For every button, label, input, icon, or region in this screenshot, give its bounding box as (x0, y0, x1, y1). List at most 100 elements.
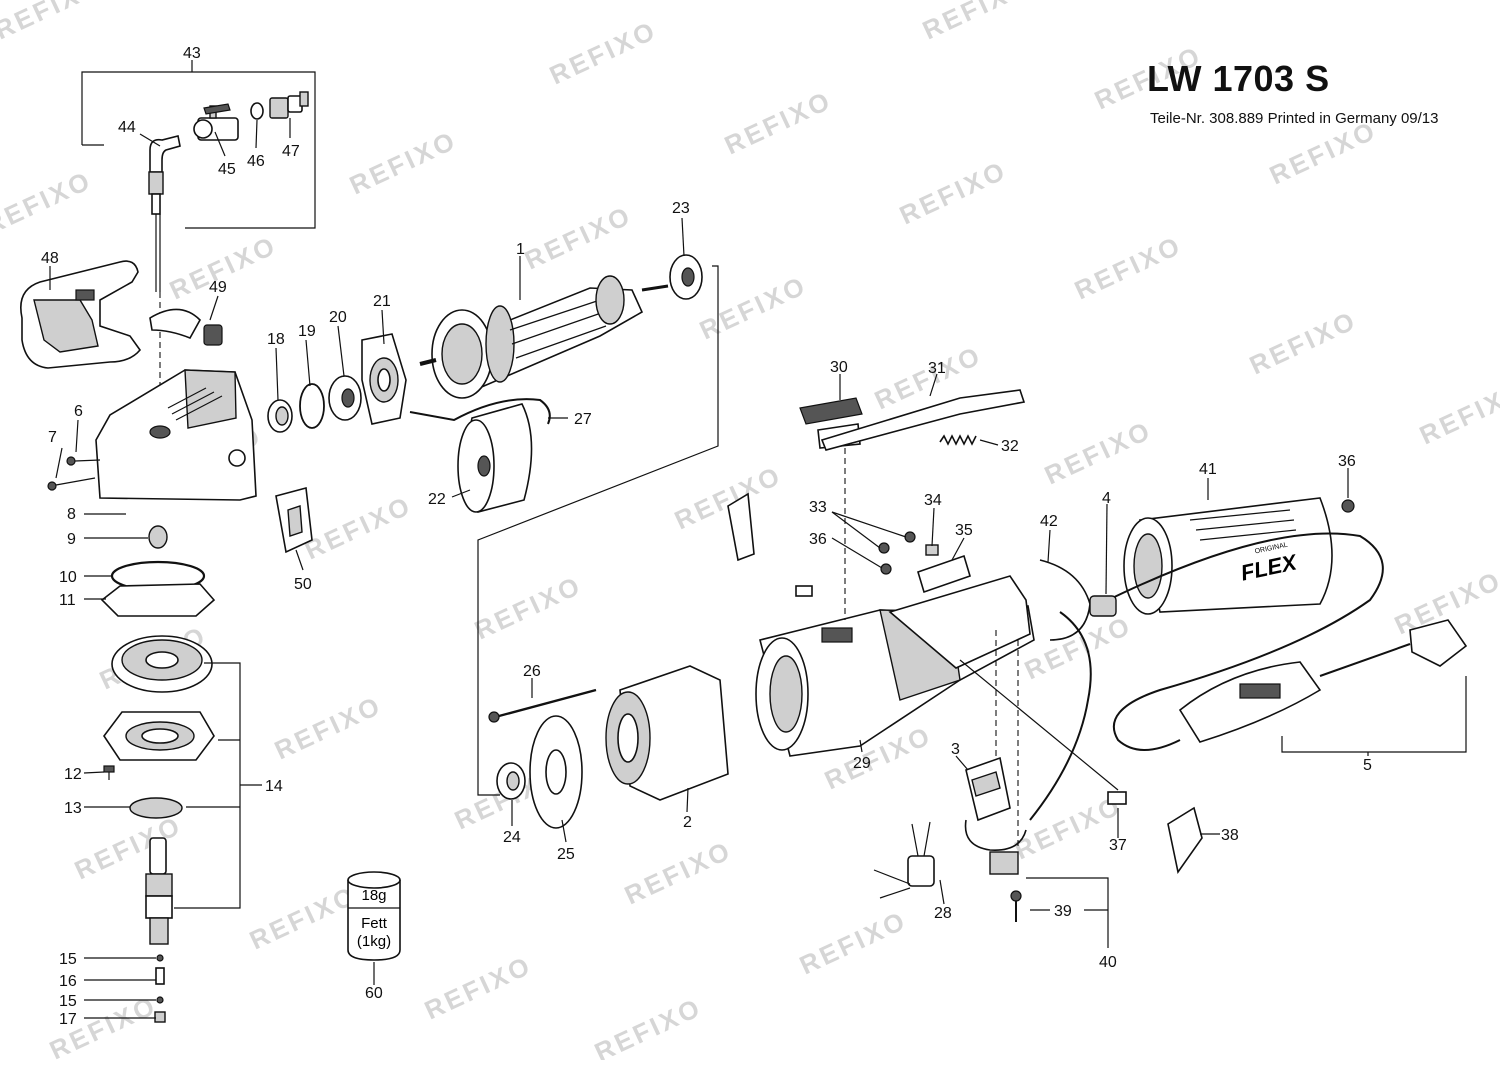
electronic-module (888, 575, 1031, 669)
nut-17 (154, 1011, 166, 1023)
group-14-bracket (174, 662, 262, 909)
nut-15 (156, 954, 164, 962)
watermark: REFIXO (300, 490, 417, 566)
watermark: REFIXO (695, 270, 812, 346)
watermark: REFIXO (1040, 415, 1157, 491)
part-label: 14 (265, 778, 283, 795)
seal-13 (129, 797, 183, 819)
part-label: 15 (59, 993, 77, 1010)
watermark: REFIXO (1245, 305, 1362, 381)
part-label: 29 (853, 755, 871, 772)
watermark: REFIXO (245, 880, 362, 956)
part-label: 28 (934, 905, 952, 922)
bolt-49 (149, 308, 223, 346)
screw-33b (878, 542, 890, 554)
bearing-seat-18 (267, 399, 293, 433)
part-label: 20 (329, 309, 347, 326)
screw-36b (1341, 499, 1355, 513)
page-title: LW 1703 S (1147, 58, 1330, 99)
seal-24 (496, 762, 526, 800)
ring-19 (299, 383, 325, 429)
part-label: 42 (1040, 513, 1058, 530)
armature-bracket (477, 265, 719, 796)
switch-3 (965, 756, 1011, 822)
watermark: REFIXO (918, 0, 1035, 45)
grease-can-text: 18g Fett (1kg) (348, 887, 400, 950)
part-label: 45 (218, 161, 236, 178)
gear-wheel-22 (457, 403, 533, 513)
grease-amount: 18g (361, 887, 386, 904)
carbon-brush (795, 585, 813, 597)
part-label: 41 (1199, 461, 1217, 478)
watermark: REFIXO (720, 85, 837, 161)
part-label: 26 (523, 663, 541, 680)
part-label: 11 (59, 592, 76, 609)
watermark: REFIXO (270, 690, 387, 766)
screw-12 (103, 765, 115, 780)
part-label: 43 (183, 45, 201, 62)
part-label: 36 (1338, 453, 1356, 470)
gasket-11 (100, 583, 216, 617)
part-label: 33 (809, 499, 827, 516)
cord-clamp-39-40 (989, 851, 1109, 948)
part-label: 30 (830, 359, 848, 376)
part-label: 32 (1001, 438, 1019, 455)
part-label: 2 (683, 814, 692, 831)
nut-15b (156, 996, 164, 1004)
suppressor-28 (873, 821, 935, 899)
part-label: 31 (928, 360, 946, 377)
part-label: 4 (1102, 490, 1111, 507)
part-label: 49 (209, 279, 227, 296)
watermark: REFIXO (345, 125, 462, 201)
leader-lines (49, 118, 1369, 1019)
screw-33 (904, 531, 916, 543)
part-label: 9 (67, 531, 76, 548)
part-label: 7 (48, 429, 57, 446)
watermark: REFIXO (795, 905, 912, 981)
watermark: REFIXO (1020, 610, 1137, 686)
part-label: 37 (1109, 837, 1127, 854)
part-label: 40 (1099, 954, 1117, 971)
part-label: 60 (365, 985, 383, 1002)
bearing-plate-21 (361, 333, 407, 425)
spindle (145, 837, 173, 945)
part-label: 18 (267, 331, 285, 348)
part-number-labels: 43 44 45 46 47 48 49 6 7 8 9 10 11 12 13… (41, 45, 1372, 1028)
long-screw-26 (488, 688, 597, 723)
part-label: 3 (951, 741, 960, 758)
part-label: 19 (298, 323, 316, 340)
part-label: 13 (64, 800, 82, 817)
screw-6 (66, 456, 101, 466)
bearing-flange (103, 711, 215, 761)
group-43-bracket (81, 60, 316, 229)
stator-2 (605, 665, 729, 801)
part-label: 10 (59, 569, 77, 586)
watermark: REFIXO (620, 835, 737, 911)
part-label: 22 (428, 491, 446, 508)
part-number-subtitle: Teile-Nr. 308.889 Printed in Germany 09/… (1150, 110, 1439, 127)
screw-7 (47, 477, 96, 491)
part-label: 50 (294, 576, 312, 593)
watermark: REFIXO (590, 992, 707, 1060)
wire-27 (409, 398, 551, 425)
clip-small (727, 492, 755, 562)
part-label: 6 (74, 403, 83, 420)
part-label: 1 (516, 241, 525, 258)
gear-housing-8 (95, 369, 257, 501)
watermark: REFIXO (420, 950, 537, 1026)
part-label: 34 (924, 492, 942, 509)
rear-cover-41 (1123, 497, 1333, 615)
bushing-9 (148, 525, 168, 549)
spring-32 (939, 434, 977, 446)
part-label: 39 (1054, 903, 1072, 920)
part-label: 48 (41, 250, 59, 267)
part-label: 17 (59, 1011, 77, 1028)
part-label: 21 (373, 293, 391, 310)
watermark: REFIXO (520, 200, 637, 276)
bevel-gear (111, 635, 213, 693)
watermark: REFIXO (670, 460, 787, 536)
switch-rod-31 (820, 389, 1026, 451)
washer-25 (529, 715, 583, 829)
